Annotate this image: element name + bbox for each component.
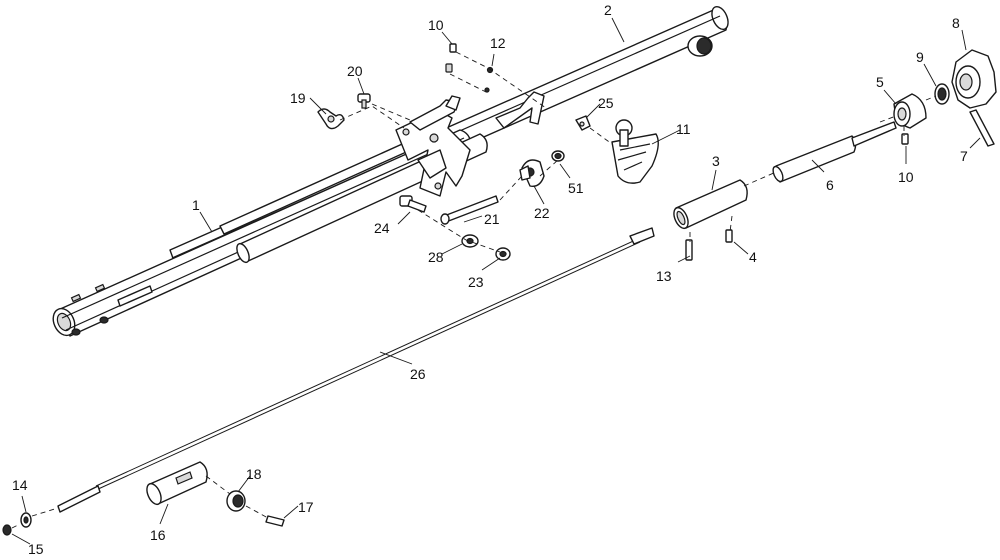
callout-16: 16 [150, 527, 166, 543]
part-8-star-knob [951, 49, 997, 109]
part-25-clip [575, 115, 591, 131]
part-21-pin [440, 195, 499, 225]
part-15-nut [2, 524, 12, 536]
part-22-knob [519, 159, 545, 187]
part-14-washer [20, 512, 32, 528]
part-24-bolt [399, 195, 427, 213]
part-13-pin [685, 239, 693, 261]
callout-51: 51 [568, 180, 584, 196]
callouts: 1 2 3 4 5 6 7 8 9 10 10 11 12 13 14 15 1… [12, 2, 968, 557]
callout-20: 20 [347, 63, 363, 79]
part-5-hub [893, 93, 927, 129]
callout-4: 4 [749, 249, 757, 265]
part-11-handle-cover [611, 119, 659, 184]
callout-3: 3 [712, 153, 720, 169]
callout-15: 15 [28, 541, 44, 557]
part-19-wing-nut [317, 108, 345, 130]
assembly-lines [11, 51, 937, 529]
callout-28: 28 [428, 249, 444, 265]
callout-19: 19 [290, 90, 306, 106]
part-18-bushing [226, 490, 246, 512]
part-10-screw-upper [445, 43, 490, 93]
part-6-shaft [772, 121, 897, 183]
part-10-screw-lower [901, 133, 909, 145]
callout-22: 22 [534, 205, 550, 221]
part-16-sleeve [146, 461, 208, 506]
part-9-bearing [934, 83, 950, 105]
part-51-nut [551, 150, 565, 162]
callout-10-lower: 10 [898, 169, 914, 185]
callout-8: 8 [952, 15, 960, 31]
part-28-washer [461, 234, 479, 248]
part-2-end-roller [687, 35, 713, 57]
callout-14: 14 [12, 477, 28, 493]
callout-18: 18 [246, 466, 262, 482]
part-20-bolt [357, 93, 371, 109]
callout-9: 9 [916, 49, 924, 65]
callout-26: 26 [410, 366, 426, 382]
callout-5: 5 [876, 74, 884, 90]
callout-12: 12 [490, 35, 506, 51]
callout-2: 2 [604, 2, 612, 18]
part-4-screw [725, 229, 733, 243]
part-3-sleeve [673, 179, 748, 230]
callout-7: 7 [960, 148, 968, 164]
part-7-pin [969, 109, 995, 147]
mid-bracket-assembly [395, 95, 471, 197]
callout-21: 21 [484, 211, 500, 227]
callout-17: 17 [298, 499, 314, 515]
part-26-cable [57, 227, 655, 513]
callout-6: 6 [826, 177, 834, 193]
callout-13: 13 [656, 268, 672, 284]
callout-24: 24 [374, 220, 390, 236]
callout-11: 11 [676, 121, 691, 137]
callout-23: 23 [468, 274, 484, 290]
tube-clip [495, 91, 545, 129]
part-17-pin [265, 515, 285, 527]
leader-lines [11, 17, 981, 545]
callout-1: 1 [192, 197, 200, 213]
callout-10-upper: 10 [428, 17, 444, 33]
part-23-nut [495, 247, 511, 261]
callout-25: 25 [598, 95, 614, 111]
